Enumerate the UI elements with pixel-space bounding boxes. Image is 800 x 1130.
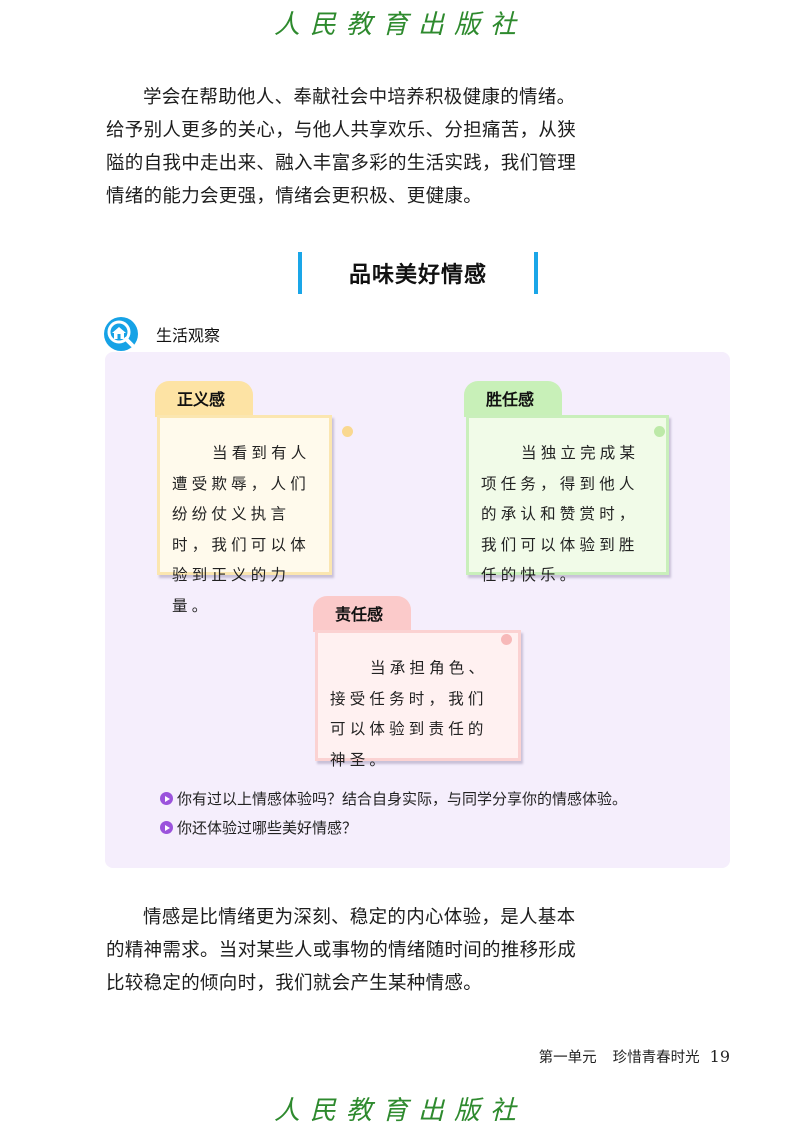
pin-dot-icon — [501, 634, 512, 645]
footer-unit: 第一单元 — [538, 1050, 597, 1066]
heading-bar-left — [298, 252, 302, 294]
card-tab-responsibility: 责任感 — [313, 596, 411, 632]
pin-dot-icon — [654, 426, 665, 437]
life-observation-title: 生活观察 — [156, 326, 221, 345]
intro-paragraph-text: 学会在帮助他人、奉献社会中培养积极健康的情绪。给予别人更多的关心，与他人共享欢乐… — [106, 87, 577, 207]
card-body-responsibility: 当承担角色、接受任务时，我们可以体验到责任的神圣。 — [315, 630, 521, 769]
card-tab-justice: 正义感 — [155, 381, 253, 417]
footer-unit-title: 珍惜青春时光 — [612, 1050, 700, 1066]
discussion-questions: 你有过以上情感体验吗？结合自身实际，与同学分享你的情感体验。 你还体验过哪些美好… — [160, 784, 627, 842]
question-item: 你有过以上情感体验吗？结合自身实际，与同学分享你的情感体验。 — [160, 784, 627, 813]
section-title: 品味美好情感 — [348, 262, 487, 288]
page-number: 19 — [709, 1047, 730, 1066]
section-heading: 品味美好情感 — [298, 252, 538, 294]
question-item: 你还体验过哪些美好情感？ — [160, 813, 627, 842]
play-bullet-icon — [160, 821, 173, 834]
page-footer: 第一单元珍惜青春时光 19 — [539, 1046, 730, 1067]
card-body-competence: 当独立完成某项任务，得到他人的承认和赞赏时，我们可以体验到胜任的快乐。 — [466, 415, 669, 584]
magnifier-house-icon — [104, 317, 138, 351]
emotion-definition-text: 情感是比情绪更为深刻、稳定的内心体验，是人基本的精神需求。当对某些人或事物的情绪… — [106, 907, 577, 994]
life-observation-label: 生活观察 — [104, 316, 220, 352]
heading-bar-right — [534, 252, 538, 294]
intro-paragraph: 学会在帮助他人、奉献社会中培养积极健康的情绪。给予别人更多的关心，与他人共享欢乐… — [106, 81, 576, 213]
publisher-logo-top: 人民教育出版社 — [273, 10, 526, 40]
publisher-logo-bottom: 人民教育出版社 — [273, 1096, 526, 1126]
pin-dot-icon — [342, 426, 353, 437]
card-tab-competence: 胜任感 — [464, 381, 562, 417]
emotion-definition-paragraph: 情感是比情绪更为深刻、稳定的内心体验，是人基本的精神需求。当对某些人或事物的情绪… — [106, 901, 576, 1000]
play-bullet-icon — [160, 792, 173, 805]
card-body-justice: 当看到有人遭受欺辱，人们纷纷仗义执言时，我们可以体验到正义的力量。 — [157, 415, 332, 615]
